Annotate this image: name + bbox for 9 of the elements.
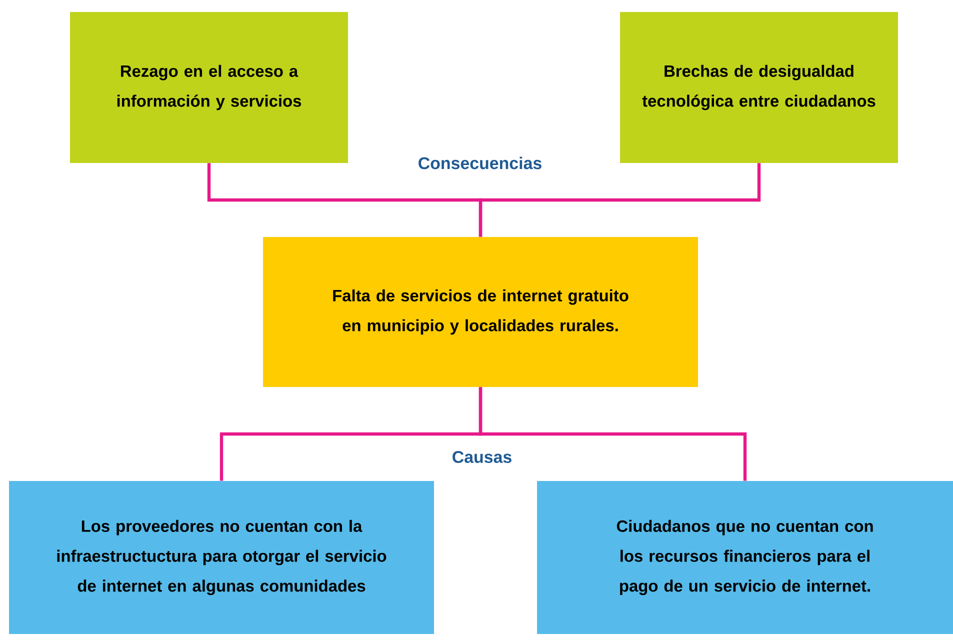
- connector-line: [478, 387, 747, 481]
- problem-box: Falta de servicios de internet gratuito en municipio y localidades rurales.: [263, 236, 698, 387]
- consequence-box: Brechas de desigualdad tecnológica entre ciudadanos: [620, 12, 898, 163]
- section-label: Causas: [452, 450, 512, 463]
- cause-box: Ciudadanos que no cuentan con los recursos financieros para el pago de un servicio de internet.: [537, 480, 953, 634]
- consequence-box: Rezago en el acceso a información y servicios: [70, 12, 348, 163]
- connector-line: [478, 163, 761, 237]
- section-label: Consecuencias: [418, 156, 542, 170]
- cause-box: Los proveedores no cuentan con la infraestructuctura para otorgar el servicio de internet en algunas comunidades: [9, 480, 434, 634]
